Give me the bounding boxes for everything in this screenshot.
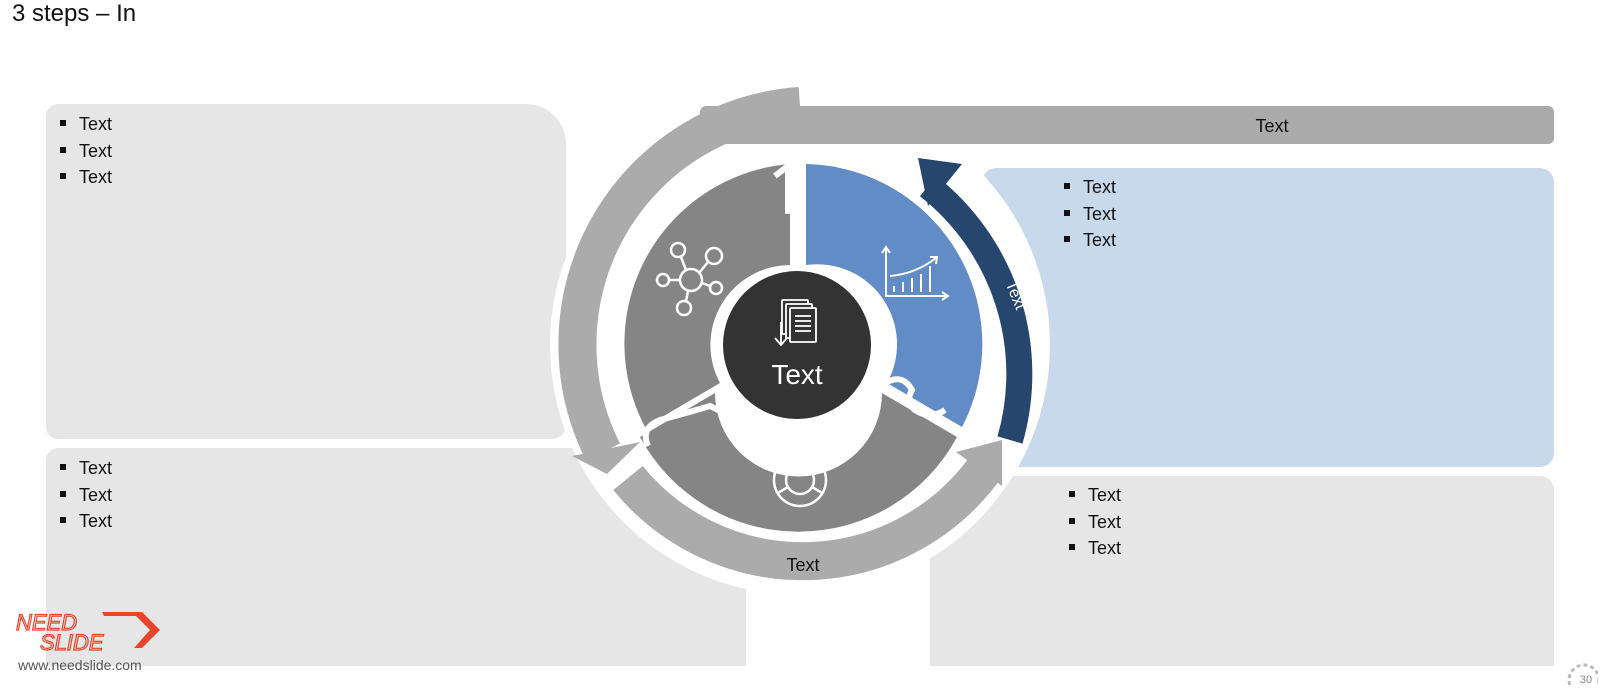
list-bottom-right: Text Text Text xyxy=(1067,482,1121,562)
panel-right-blue xyxy=(982,168,1554,467)
list-right-blue: Text Text Text xyxy=(1062,174,1116,254)
arrow-head-navy xyxy=(918,158,962,206)
list-item: Text xyxy=(58,508,112,535)
bottom-arc-label: Text xyxy=(786,555,819,575)
list-item: Text xyxy=(1062,201,1116,228)
needslide-logo: NEED SLIDE xyxy=(12,608,164,661)
arrow-head-bottom xyxy=(956,440,1002,486)
list-item: Text xyxy=(1062,227,1116,254)
slide-title: 3 steps – In xyxy=(12,0,137,27)
step-number-3 xyxy=(882,376,947,418)
arrow-arc-top xyxy=(558,87,802,461)
list-item: Text xyxy=(1062,174,1116,201)
logo-line-2: SLIDE xyxy=(40,630,104,655)
logo-line-1: NEED xyxy=(16,610,77,635)
list-item: Text xyxy=(58,455,112,482)
list-item: Text xyxy=(58,482,112,509)
center-label: Text xyxy=(771,359,823,390)
footer-url: www.needslide.com xyxy=(18,657,142,673)
top-bar-label: Text xyxy=(1255,116,1288,136)
list-item: Text xyxy=(1067,509,1121,536)
list-item: Text xyxy=(58,164,112,191)
list-item: Text xyxy=(1067,535,1121,562)
documents-icon xyxy=(774,299,817,347)
step-number-1 xyxy=(773,159,791,214)
segment-step-1 xyxy=(624,164,790,427)
arrow-arc-bottom xyxy=(613,456,1001,581)
center-circle xyxy=(723,271,871,419)
panel-bottom-right xyxy=(930,476,1554,666)
page-number: 30 xyxy=(1580,674,1592,686)
segment-step-2 xyxy=(640,393,957,532)
arrow-arc-navy xyxy=(919,175,1033,444)
page-number-badge: 30 xyxy=(1562,656,1600,691)
step-number-2 xyxy=(642,402,724,448)
list-top-left: Text Text Text xyxy=(58,111,112,191)
growth-chart-icon xyxy=(881,245,950,301)
list-item: Text xyxy=(58,138,112,165)
list-item: Text xyxy=(58,111,112,138)
top-bar xyxy=(700,106,1554,144)
panel-top-left xyxy=(46,104,566,439)
list-item: Text xyxy=(1067,482,1121,509)
list-bottom-left: Text Text Text xyxy=(58,455,112,535)
donut-chart-icon xyxy=(772,452,828,508)
arrow-head-top xyxy=(572,442,640,474)
network-icon xyxy=(655,241,724,317)
